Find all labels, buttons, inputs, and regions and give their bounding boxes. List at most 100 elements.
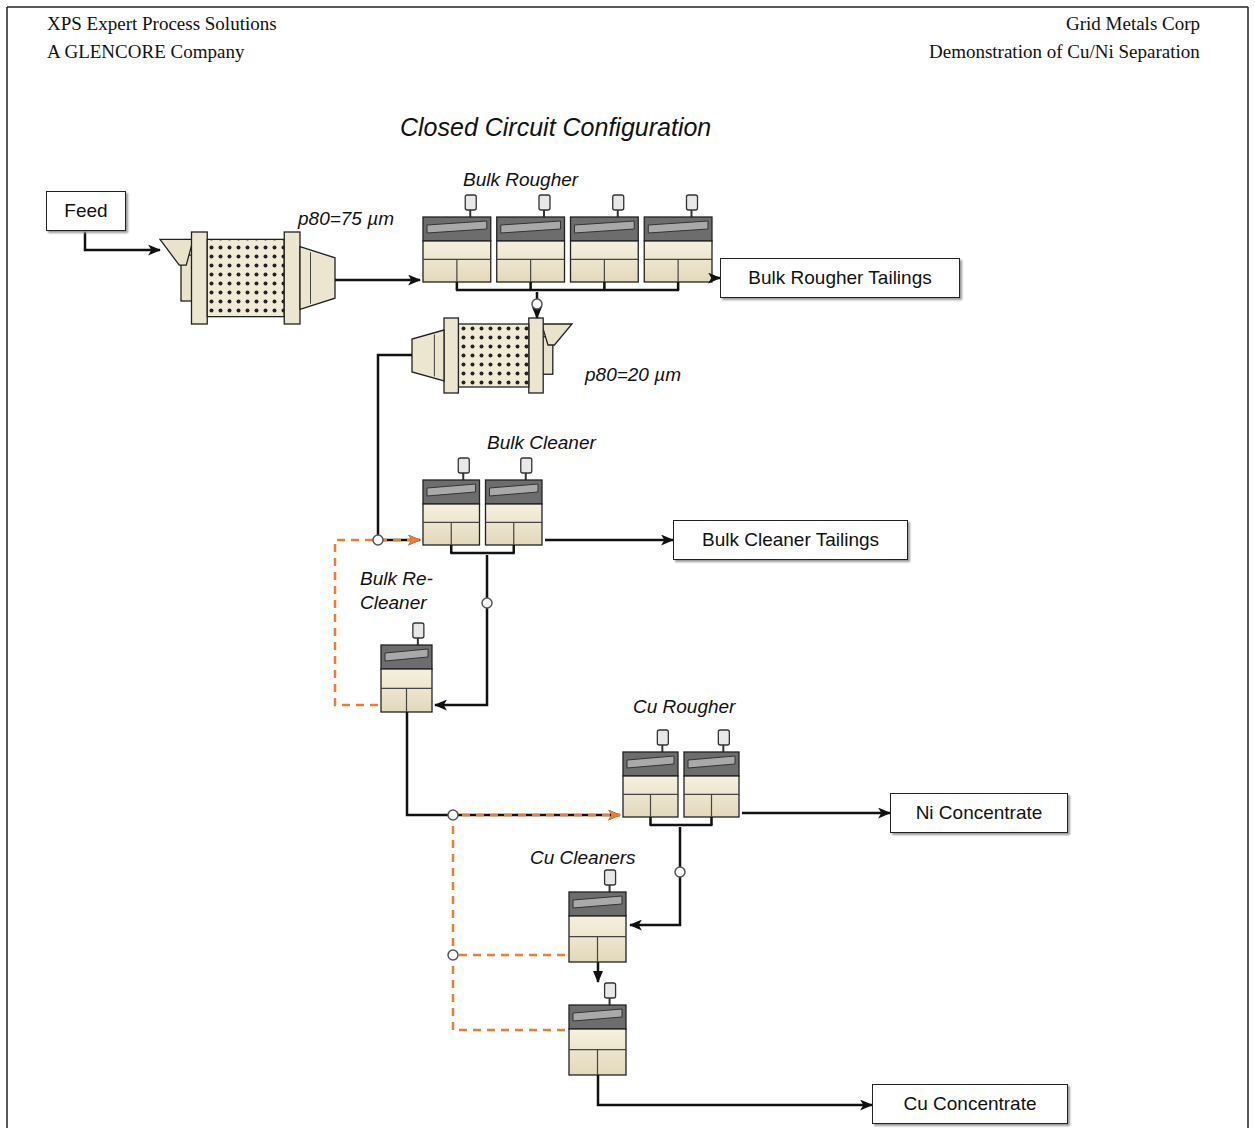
recycle-stream [335, 540, 420, 705]
box-label: Feed [64, 200, 107, 222]
grinding-mill: p80=20 µm [412, 318, 572, 393]
junction-dot [448, 810, 458, 820]
cell-divider [513, 522, 514, 545]
cell-froth-lip [490, 484, 539, 496]
flotation-cells: Cu Rougher [620, 730, 742, 827]
stream-box: Ni Concentrate [890, 793, 1068, 833]
process-stream [630, 827, 680, 925]
mill-flange [444, 318, 458, 393]
cell-motor [539, 195, 550, 210]
process-stream [335, 279, 420, 282]
mill-discharge [300, 247, 335, 310]
cell-froth-lip [427, 221, 487, 233]
cell-froth-lip [648, 221, 708, 233]
cell-motor [718, 730, 729, 745]
frame-line [1247, 7, 1249, 1128]
cell-motor [686, 195, 697, 210]
header-label: XPS Expert Process Solutions [47, 12, 277, 36]
grinding-mill: p80=75 µm [160, 232, 335, 324]
recycle-line [459, 954, 565, 957]
junction-dot [675, 867, 685, 877]
mill-drum [458, 324, 528, 387]
cell-top [381, 645, 432, 669]
cell-divider [530, 259, 531, 282]
box-label: Bulk Rougher Tailings [748, 267, 931, 289]
cell-tank [571, 241, 639, 282]
header-label: A GLENCORE Company [47, 40, 244, 64]
cell-froth-lip [575, 221, 635, 233]
mill-flange [192, 232, 208, 324]
equipment-label: p80=20 µm [585, 363, 681, 387]
cell-motor [605, 983, 616, 998]
equipment-label: Bulk Re-Cleaner [360, 567, 475, 615]
stream-box: Cu Concentrate [872, 1084, 1068, 1124]
cell-motor [605, 870, 616, 885]
cell-divider [597, 937, 598, 962]
launder-line [456, 289, 679, 292]
mill-discharge [412, 330, 444, 381]
header-label: Demonstration of Cu/Ni Separation [929, 40, 1200, 64]
cell-tank [623, 776, 678, 817]
cell-top [423, 217, 491, 241]
cell-top [423, 480, 480, 504]
cell-tank [381, 669, 432, 712]
cell-top [486, 480, 543, 504]
junction-dot [448, 950, 458, 960]
cell-top [623, 752, 678, 776]
cell-froth-lip [501, 221, 561, 233]
equipment-label: Bulk Cleaner [487, 431, 596, 455]
mill-drum [207, 239, 284, 316]
equipment-label: Cu Rougher [633, 695, 735, 719]
cell-motor [521, 458, 532, 473]
cell-motor [657, 730, 668, 745]
flotation-cells: Bulk Re-Cleaner [378, 623, 435, 712]
stream-box: Bulk Cleaner Tailings [673, 520, 908, 560]
flotation-cells: Cu Cleaners [565, 870, 630, 1075]
flotation-cells: Bulk Rougher [420, 195, 715, 292]
stream-box: Bulk Rougher Tailings [720, 258, 960, 298]
cell-froth-lip [427, 484, 476, 496]
cell-tank [569, 916, 626, 962]
cell-motor [465, 195, 476, 210]
cell-froth-lip [385, 649, 428, 661]
equipment-label: Bulk Rougher [463, 168, 578, 192]
cell-top [569, 1005, 626, 1029]
cell-divider [451, 522, 452, 545]
cell-top [644, 217, 712, 241]
process-stream [407, 712, 620, 815]
cell-divider [597, 1050, 598, 1075]
cell-tank [423, 241, 491, 282]
stream-box: Feed [46, 191, 126, 231]
mill-feed-chute [542, 324, 572, 345]
cell-tank [644, 241, 712, 282]
cell-tank [497, 241, 565, 282]
cell-froth-lip [627, 756, 674, 768]
launder-line [650, 824, 713, 827]
cell-motor [458, 458, 469, 473]
junction-dot [373, 535, 383, 545]
equipment-label: Cu Cleaners [530, 846, 636, 870]
process-stream [435, 555, 487, 705]
cell-top [497, 217, 565, 241]
mill-detail [434, 335, 435, 377]
process-stream [598, 1075, 872, 1105]
cell-divider [406, 688, 407, 712]
box-label: Ni Concentrate [916, 802, 1043, 824]
cell-divider [604, 259, 605, 282]
cell-top [571, 217, 639, 241]
process-stream [378, 355, 420, 540]
cell-tank [569, 1029, 626, 1075]
equipment-label: p80=75 µm [298, 207, 394, 231]
frame-line [7, 6, 1248, 8]
frame-line [6, 7, 8, 1128]
process-stream [545, 539, 673, 542]
box-label: Bulk Cleaner Tailings [702, 529, 879, 551]
cell-divider [678, 259, 679, 282]
mill-flange [284, 232, 300, 324]
junction-dot [532, 299, 542, 309]
cell-top [684, 752, 739, 776]
launder-line [450, 552, 515, 555]
cell-tank [486, 504, 543, 545]
